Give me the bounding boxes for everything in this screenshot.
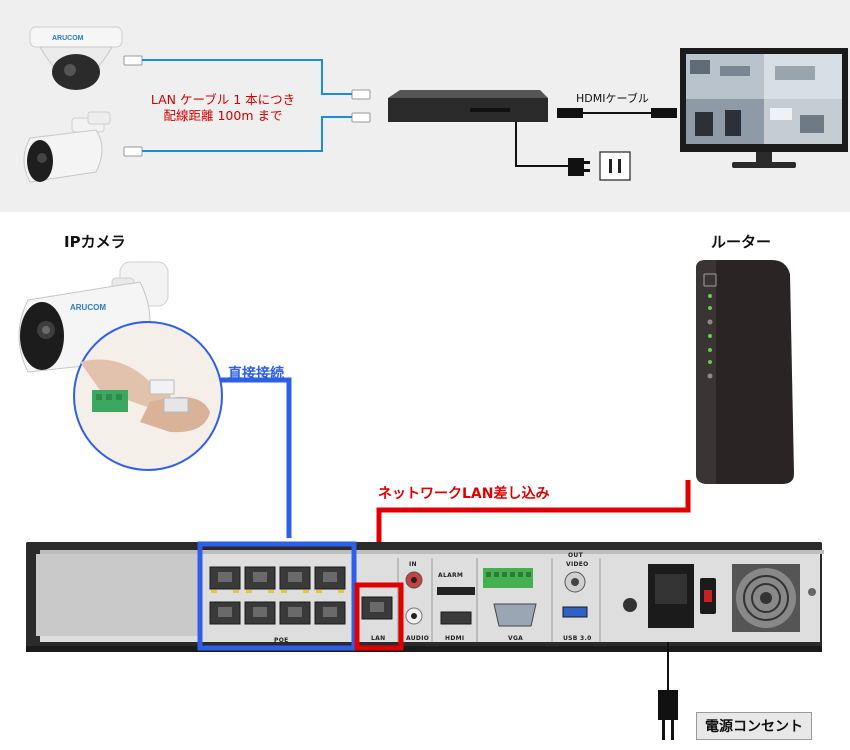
connector-closeup-circle — [73, 321, 223, 471]
nvr-rear-panel — [26, 542, 824, 652]
out-port-label: OUT — [568, 552, 583, 559]
router-icon — [696, 260, 794, 484]
router-label: ルーター — [711, 233, 772, 251]
connection-diagram: ARUCOM — [18, 260, 824, 740]
lan-highlight-box — [354, 582, 404, 651]
hdmi-port-label: HDMI — [445, 635, 465, 642]
cable-note-line1: LAN ケーブル 1 本につき — [150, 92, 296, 107]
vga-port-label: VGA — [508, 635, 524, 642]
poe-port-label: POE — [274, 637, 289, 644]
alarm-port-label: ALARM — [438, 572, 464, 579]
bullet-camera-icon — [23, 111, 111, 183]
wall-outlet-icon — [599, 151, 631, 181]
svg-text:ARUCOM: ARUCOM — [70, 303, 106, 312]
usb-port-label: USB 3.0 — [563, 635, 592, 642]
hdmi-cable-label: HDMIケーブル — [576, 92, 649, 105]
lan-port-label: LAN — [371, 635, 386, 642]
svg-text:ARUCOM: ARUCOM — [52, 35, 84, 42]
cable-distance-note: LAN ケーブル 1 本につき 配線距離 100m まで — [148, 92, 298, 124]
power-outlet-label: 電源コンセント — [696, 712, 812, 740]
cooling-fan-icon — [732, 564, 800, 632]
network-lan-label: ネットワークLAN差し込み — [378, 486, 550, 502]
dome-camera-icon: ARUCOM — [29, 26, 123, 90]
ip-camera-label: IPカメラ — [64, 233, 126, 251]
power-plug-icon — [658, 690, 678, 720]
video-port-label: VIDEO — [566, 561, 589, 568]
overview-diagram: ARUCOM — [23, 26, 848, 183]
audio-port-label: AUDIO — [406, 635, 430, 642]
in-port-label: IN — [409, 561, 417, 568]
poe-highlight-box — [197, 541, 357, 651]
cable-note-line2: 配線距離 100m まで — [163, 108, 283, 123]
nvr-recorder-icon — [388, 90, 548, 122]
monitor-icon — [680, 48, 848, 168]
